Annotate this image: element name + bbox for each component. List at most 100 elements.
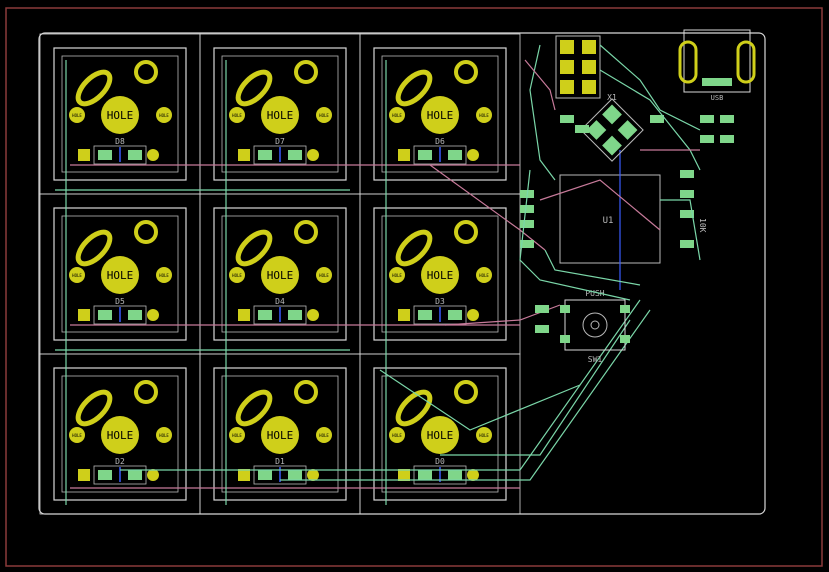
diode-pad xyxy=(78,309,90,321)
diode-pad xyxy=(238,469,250,481)
switch-pin-pad xyxy=(454,380,478,404)
diode-pad xyxy=(467,149,479,161)
diode-pad xyxy=(467,469,479,481)
diode-label: D0 xyxy=(435,457,445,466)
switch-pin-pad xyxy=(294,60,318,84)
diode-outline xyxy=(413,145,467,165)
side-hole xyxy=(389,107,405,123)
center-hole xyxy=(261,96,299,134)
diode-smd-pad xyxy=(448,310,462,320)
switch-outline xyxy=(213,367,347,501)
diode-outline xyxy=(413,465,467,485)
side-hole xyxy=(316,427,332,443)
crystal-label: X1 xyxy=(607,93,617,102)
switch-pin-pad xyxy=(235,389,273,427)
switch-footprint[interactable]: HOLE HOLE HOLE D6 xyxy=(359,33,521,195)
switch-pin-pad xyxy=(294,380,318,404)
switch-outline xyxy=(213,47,347,181)
diode-outline xyxy=(253,145,307,165)
matrix-traces xyxy=(55,60,651,505)
hole-label: HOLE xyxy=(267,269,294,282)
switch-pin-pad xyxy=(75,69,113,107)
side-hole-label: HOLE xyxy=(479,113,489,118)
cell-outline xyxy=(359,353,521,515)
switch-pin-pad xyxy=(235,69,273,107)
center-hole xyxy=(421,256,459,294)
switch-pin-pad xyxy=(134,380,158,404)
side-hole xyxy=(389,267,405,283)
diode-smd-pad xyxy=(448,470,462,480)
diode-smd-pad xyxy=(258,470,272,480)
switch-pin-pad xyxy=(395,229,433,267)
side-hole xyxy=(316,267,332,283)
side-hole xyxy=(476,267,492,283)
controller-area: U1 X1 USB xyxy=(519,29,756,364)
diode-smd-pad xyxy=(418,470,432,480)
diode-pad xyxy=(307,149,319,161)
diode-smd-pad xyxy=(288,470,302,480)
diode-outline xyxy=(93,145,147,165)
side-hole-label: HOLE xyxy=(319,433,329,438)
center-hole xyxy=(101,96,139,134)
side-hole-label: HOLE xyxy=(479,433,489,438)
switch-outline xyxy=(373,47,507,181)
side-hole xyxy=(229,427,245,443)
diode-smd-pad xyxy=(98,150,112,160)
diode-label: D1 xyxy=(275,457,285,466)
diode-outline xyxy=(93,305,147,325)
side-hole xyxy=(69,267,85,283)
diode-pad xyxy=(238,309,250,321)
diode-label: D7 xyxy=(275,137,285,146)
diode-label: D6 xyxy=(435,137,445,146)
diode-smd-pad xyxy=(128,150,142,160)
diode-pad xyxy=(78,469,90,481)
switch-pin-pad xyxy=(395,69,433,107)
side-hole-label: HOLE xyxy=(232,113,242,118)
side-hole-label: HOLE xyxy=(159,113,169,118)
switch-pin-pad xyxy=(454,60,478,84)
usb-label: USB xyxy=(711,94,724,102)
switch-inner-outline xyxy=(381,215,499,333)
side-hole-label: HOLE xyxy=(159,273,169,278)
isp-header xyxy=(555,35,601,99)
switch-pin-pad xyxy=(294,220,318,244)
side-hole-label: HOLE xyxy=(392,113,402,118)
diode-smd-pad xyxy=(258,150,272,160)
hole-label: HOLE xyxy=(427,109,454,122)
side-hole xyxy=(69,427,85,443)
side-hole-label: HOLE xyxy=(72,113,82,118)
switch-pin-pad xyxy=(134,220,158,244)
switch-outline xyxy=(53,367,187,501)
diode-label: D5 xyxy=(115,297,125,306)
side-hole xyxy=(156,267,172,283)
side-hole-label: HOLE xyxy=(392,273,402,278)
mcu-label: U1 xyxy=(603,216,614,226)
side-hole-label: HOLE xyxy=(319,273,329,278)
switch-label: SW1 xyxy=(588,355,603,364)
side-hole-label: HOLE xyxy=(72,273,82,278)
center-hole xyxy=(421,416,459,454)
side-hole xyxy=(476,107,492,123)
diode-smd-pad xyxy=(448,150,462,160)
hole-label: HOLE xyxy=(427,269,454,282)
diode-outline xyxy=(253,305,307,325)
crystal xyxy=(580,98,644,162)
diode-smd-pad xyxy=(288,310,302,320)
switch-inner-outline xyxy=(221,375,339,493)
side-hole xyxy=(476,427,492,443)
switch-pin-pad xyxy=(75,229,113,267)
diode-label: D2 xyxy=(115,457,125,466)
diode-label: D3 xyxy=(435,297,445,306)
switch-pin-pad xyxy=(134,60,158,84)
diode-smd-pad xyxy=(418,310,432,320)
